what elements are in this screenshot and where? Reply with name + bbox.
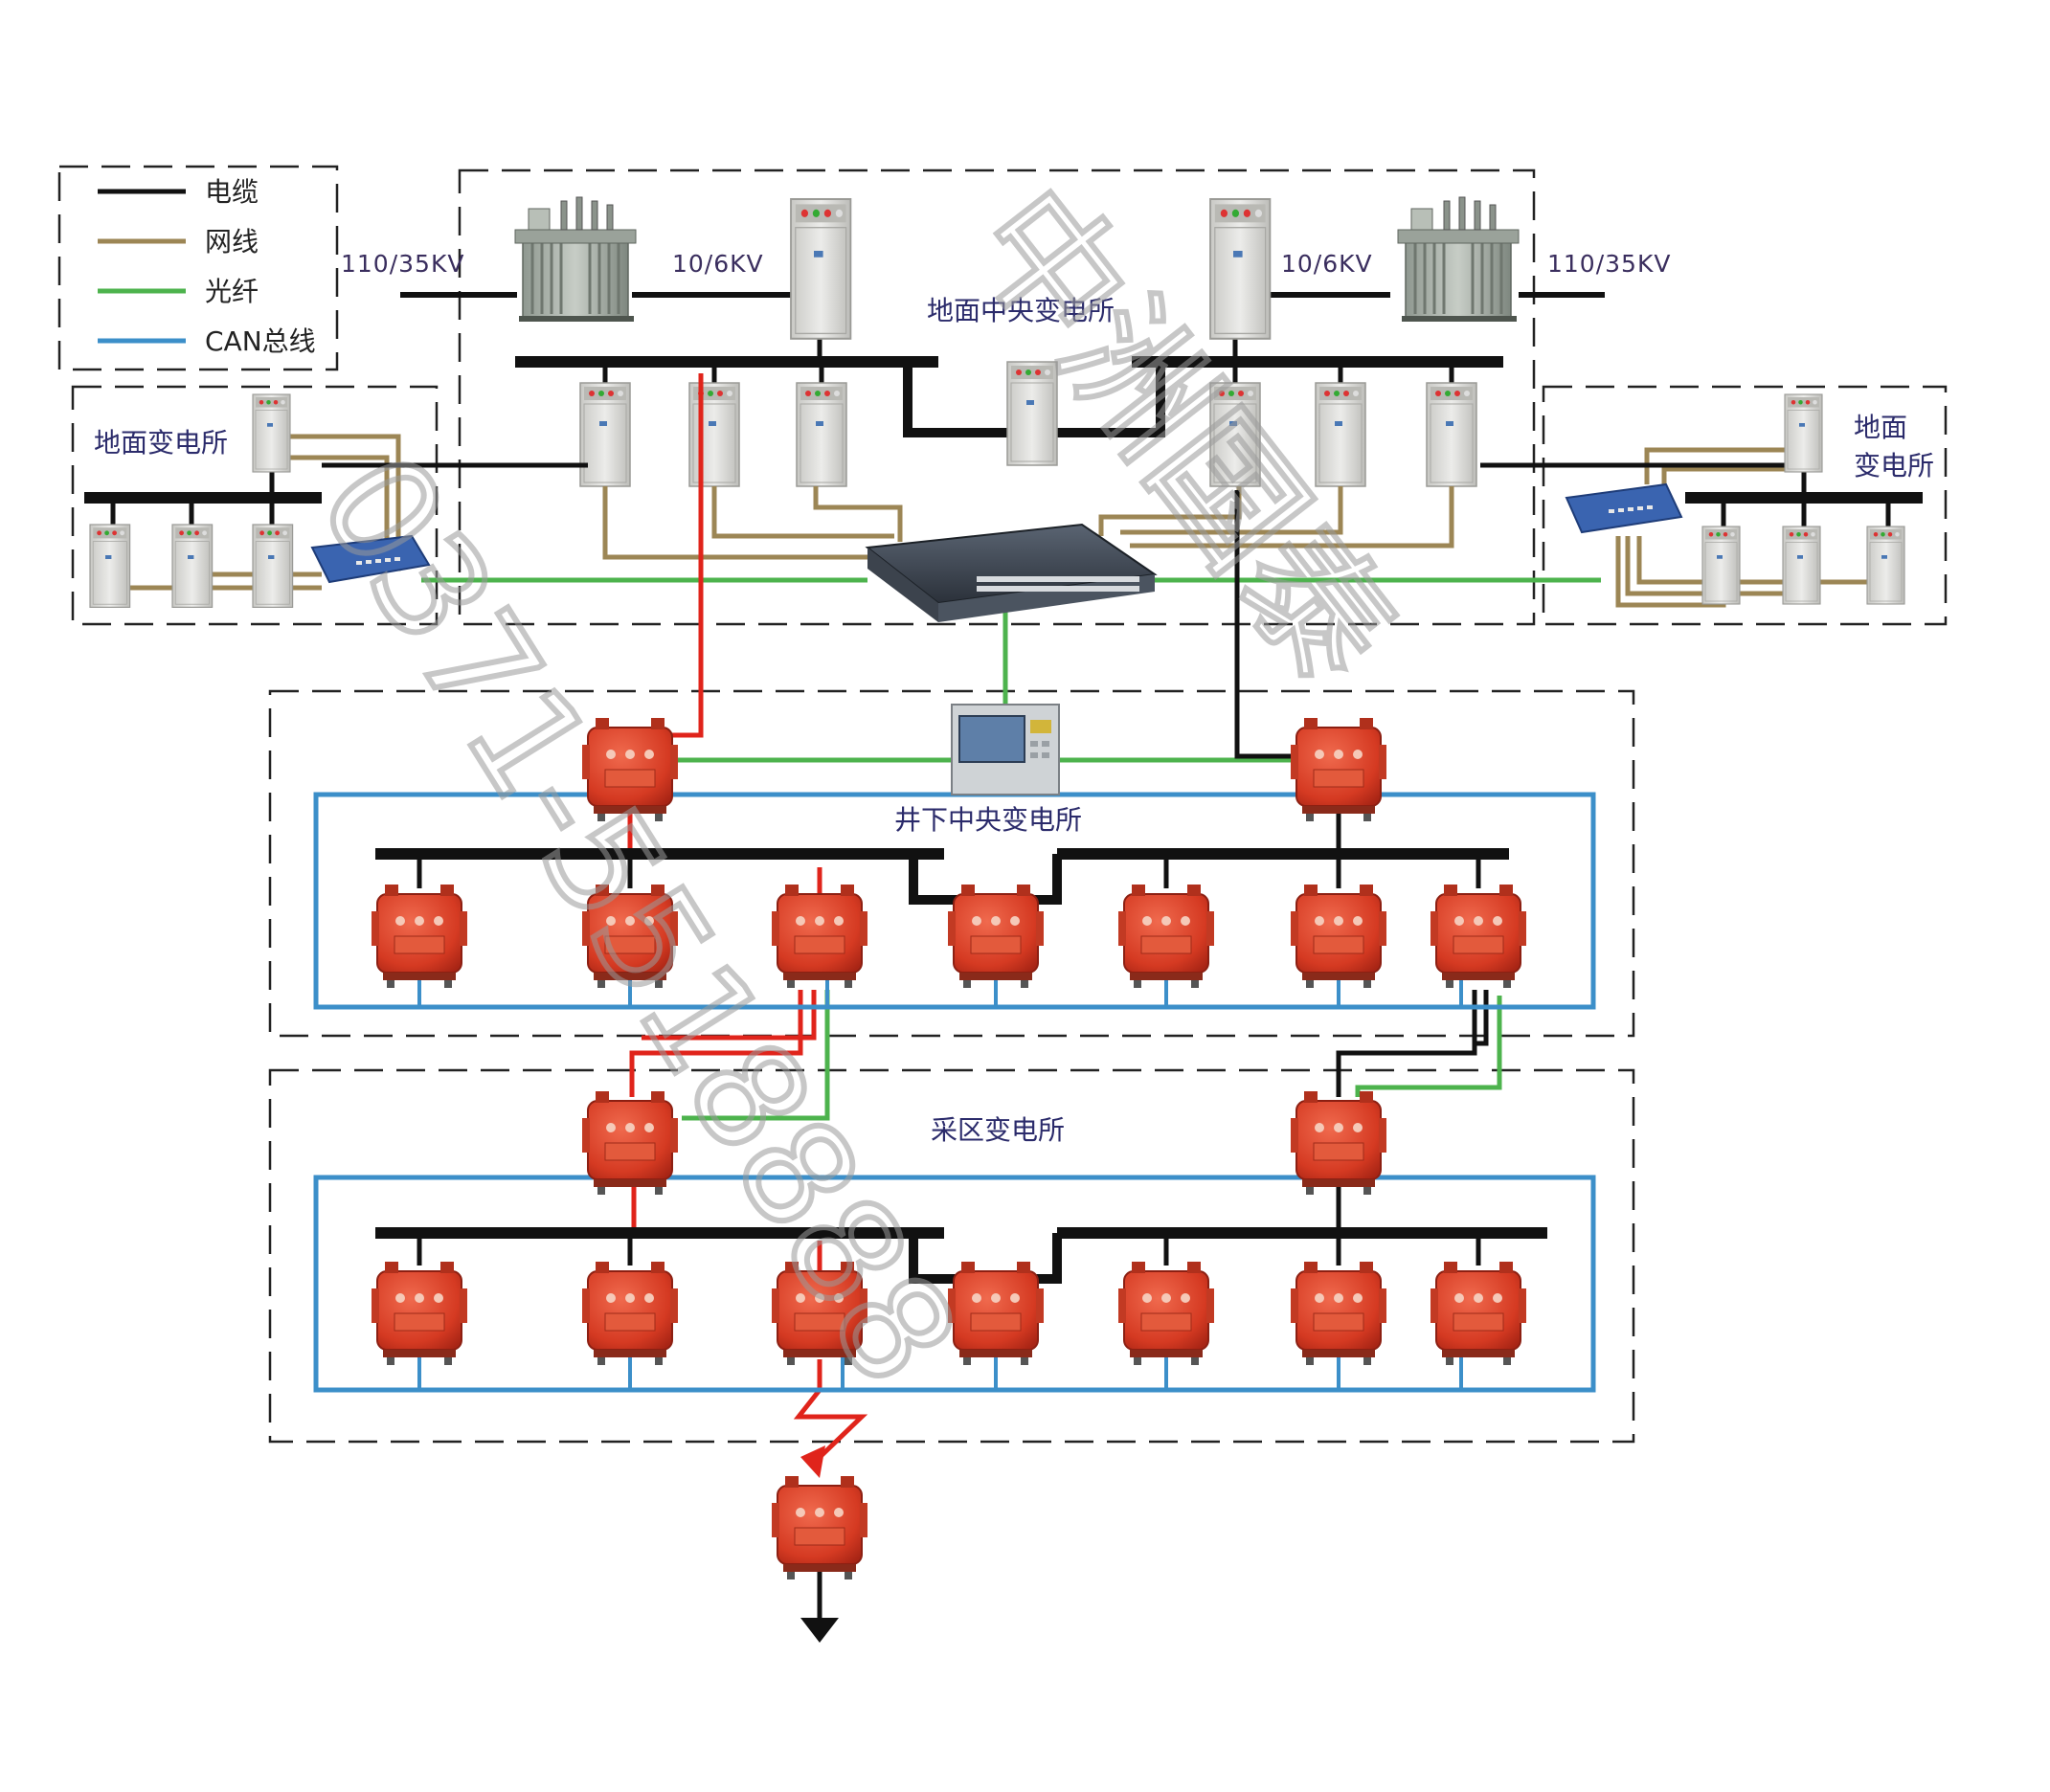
ug-box-1 bbox=[371, 884, 468, 989]
working-face-box bbox=[771, 1475, 868, 1580]
transformer-right bbox=[1396, 195, 1521, 324]
surface-right-cabinet-2 bbox=[1782, 526, 1821, 605]
dashed-frames bbox=[57, 165, 1948, 1444]
underground-central-substation: 井下中央变电所 bbox=[371, 717, 1527, 989]
surface-right-substation: 地面 变电所 bbox=[1480, 393, 1934, 605]
voltage-label-left-hv: 110/35KV bbox=[341, 250, 464, 278]
feeder-cabinet-5 bbox=[1315, 382, 1366, 487]
incoming-cabinet-right bbox=[1208, 197, 1272, 340]
mining-box-5 bbox=[1117, 1261, 1215, 1366]
feeder-cabinet-3 bbox=[796, 382, 847, 487]
incoming-cabinet-left bbox=[789, 197, 852, 340]
surface-left-cabinet-2 bbox=[171, 524, 214, 609]
mining-box-6 bbox=[1290, 1261, 1387, 1366]
voltage-label-right-hv: 110/35KV bbox=[1547, 250, 1671, 278]
mining-box-1 bbox=[371, 1261, 468, 1366]
mining-incoming-box-right bbox=[1290, 1090, 1387, 1196]
ug-box-6 bbox=[1290, 884, 1387, 989]
surface-left-switch bbox=[310, 534, 431, 584]
ug-incoming-box-right bbox=[1290, 717, 1387, 822]
legend-label-fiber: 光纤 bbox=[205, 276, 259, 307]
feeder-cabinet-1 bbox=[579, 382, 631, 487]
surface-left-incoming-cabinet bbox=[252, 393, 291, 473]
ground-arrow-icon bbox=[800, 1618, 839, 1643]
mining-area-substation: 采区变电所 bbox=[371, 1090, 1527, 1580]
surface-central-substation: 110/35KV 10/6KV 10/6KV 110/35KV 地面中央变电所 bbox=[341, 195, 1671, 487]
ug-box-4 bbox=[947, 884, 1045, 989]
fiber-cables bbox=[421, 577, 1601, 1121]
mining-area-frame bbox=[268, 1068, 1635, 1444]
surface-right-switch bbox=[1565, 482, 1683, 534]
core-network-switch bbox=[865, 523, 1158, 622]
surface-central-frame bbox=[458, 168, 1536, 626]
underground-central-frame bbox=[268, 689, 1635, 1038]
surface-right-frame bbox=[1542, 385, 1948, 626]
ug-box-7 bbox=[1430, 884, 1527, 989]
red-feed-lines bbox=[627, 373, 868, 1478]
surface-right-cabinet-1 bbox=[1701, 526, 1741, 605]
feeder-cabinet-2 bbox=[688, 382, 740, 487]
label-surface-left: 地面变电所 bbox=[94, 427, 228, 459]
label-surface-right-1: 地面 bbox=[1854, 412, 1907, 443]
watermark: 0371-5518888 中洲国泰 bbox=[283, 155, 1428, 1415]
mining-box-2 bbox=[581, 1261, 679, 1366]
legend-label-cable: 电缆 bbox=[205, 176, 259, 208]
ug-box-3 bbox=[771, 884, 868, 989]
mining-box-7 bbox=[1430, 1261, 1527, 1366]
label-surface-right-2: 变电所 bbox=[1854, 450, 1934, 482]
label-underground-central: 井下中央变电所 bbox=[894, 804, 1082, 836]
surface-left-substation: 地面变电所 bbox=[84, 393, 588, 609]
surface-right-cabinet-3 bbox=[1866, 526, 1905, 605]
legend: 电缆 网线 光纤 CAN总线 bbox=[98, 176, 316, 357]
label-surface-central: 地面中央变电所 bbox=[927, 295, 1115, 326]
surface-left-frame bbox=[71, 385, 439, 626]
legend-label-can-bus: CAN总线 bbox=[205, 325, 316, 357]
feeder-cabinet-6 bbox=[1426, 382, 1477, 487]
transformer-left bbox=[513, 195, 638, 324]
voltage-label-left-mv: 10/6KV bbox=[672, 250, 764, 278]
surface-right-incoming-cabinet bbox=[1784, 393, 1823, 473]
legend-frame bbox=[57, 165, 339, 371]
monitoring-host bbox=[951, 704, 1060, 795]
label-mining-area: 采区变电所 bbox=[931, 1114, 1065, 1146]
legend-label-network: 网线 bbox=[205, 226, 259, 258]
surface-left-cabinet-1 bbox=[89, 524, 131, 609]
surface-left-cabinet-3 bbox=[252, 524, 294, 609]
ug-box-5 bbox=[1117, 884, 1215, 989]
underground-cables bbox=[375, 490, 1547, 1624]
voltage-label-right-mv: 10/6KV bbox=[1281, 250, 1373, 278]
